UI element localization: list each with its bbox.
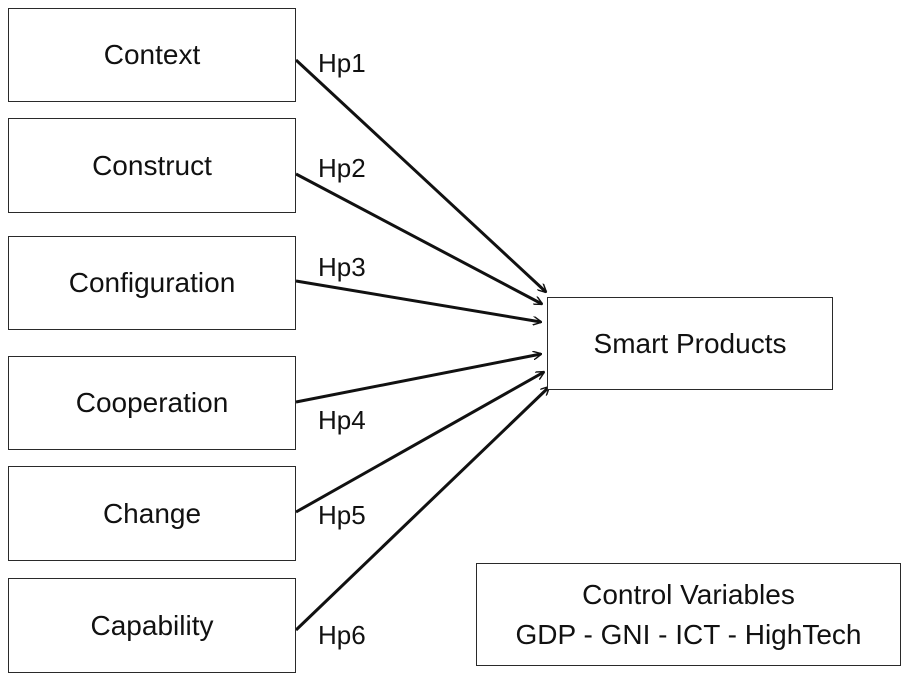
factor-box-capability: Capability xyxy=(8,578,296,673)
arrow-hp6 xyxy=(294,387,549,632)
factor-box-change: Change xyxy=(8,466,296,561)
hypothesis-label-hp6: Hp6 xyxy=(318,620,366,650)
control-variables-list: GDP - GNI - ICT - HighTech xyxy=(515,618,862,650)
outcome-box: Smart Products xyxy=(547,297,833,390)
factor-label-capability: Capability xyxy=(90,609,214,641)
factor-box-context: Context xyxy=(8,8,296,102)
hypothesis-label-hp2: Hp2 xyxy=(318,153,366,183)
control-variables-title: Control Variables xyxy=(582,578,795,610)
hypothesis-label-hp4: Hp4 xyxy=(318,405,366,435)
control-variables-box: Control Variables GDP - GNI - ICT - High… xyxy=(476,563,901,666)
hypothesis-label-hp3: Hp3 xyxy=(318,252,366,282)
arrow-hp5 xyxy=(295,370,544,514)
factor-box-configuration: Configuration xyxy=(8,236,296,330)
arrow-hp3 xyxy=(295,279,541,322)
arrow-hp2 xyxy=(295,172,542,306)
arrow-hp4 xyxy=(295,354,541,404)
outcome-label: Smart Products xyxy=(593,327,787,359)
factor-label-context: Context xyxy=(103,39,201,70)
factor-label-configuration: Configuration xyxy=(68,267,236,298)
arrow-hp1 xyxy=(294,58,546,292)
factor-label-cooperation: Cooperation xyxy=(75,387,229,418)
hypothesis-label-hp5: Hp5 xyxy=(318,500,366,530)
hypothesis-label-hp1: Hp1 xyxy=(318,48,366,78)
factor-label-change: Change xyxy=(102,497,202,529)
factor-box-construct: Construct xyxy=(8,118,296,213)
factor-box-cooperation: Cooperation xyxy=(8,356,296,450)
factor-label-construct: Construct xyxy=(92,149,212,181)
